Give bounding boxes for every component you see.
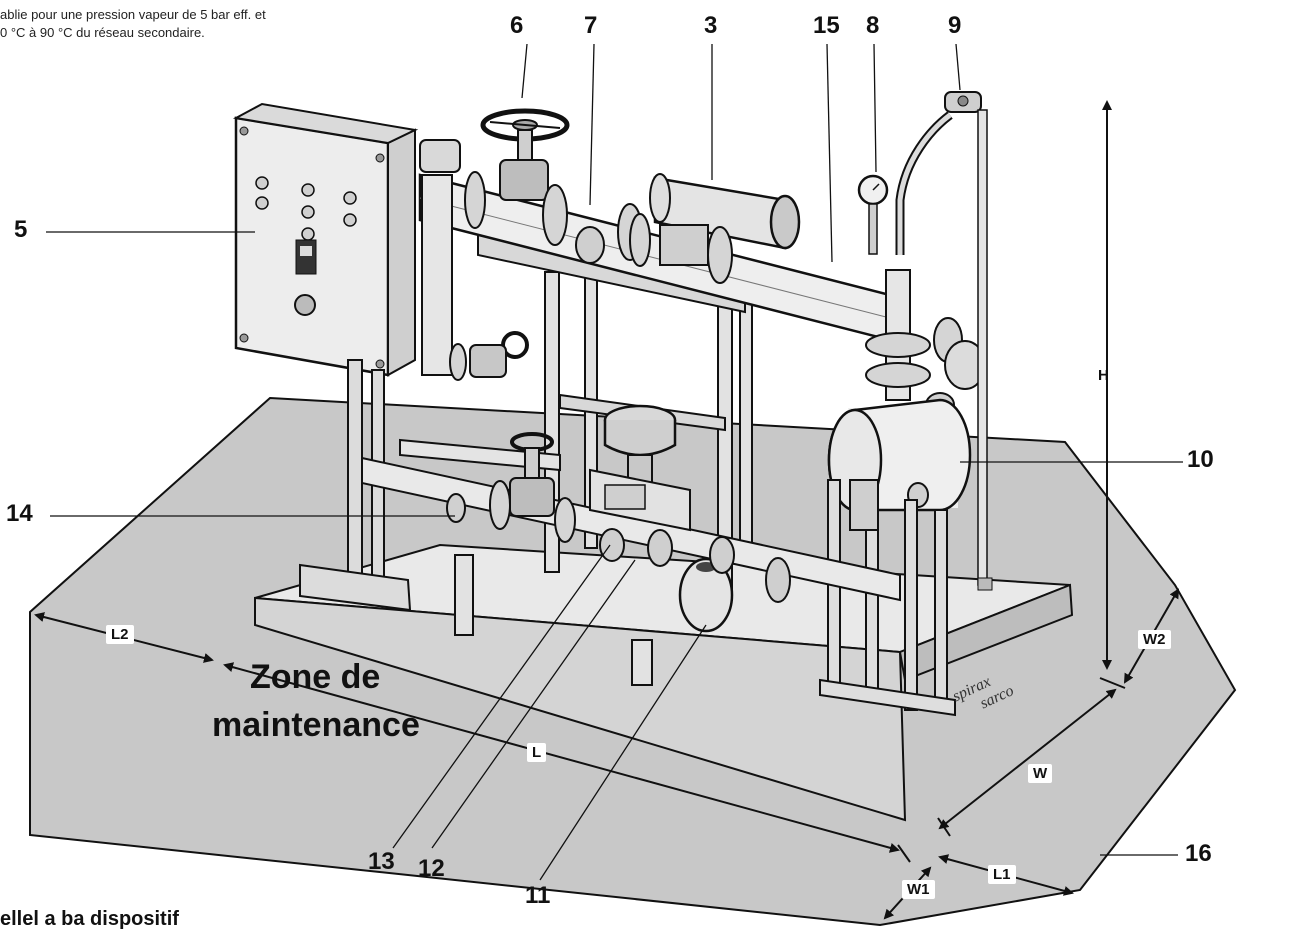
dimension-label-W: W [1028, 764, 1053, 783]
intro-text: ablie pour une pression vapeur de 5 bar … [0, 6, 266, 42]
dimension-label-L: L [527, 743, 547, 762]
pneumatic-control-valve [589, 404, 691, 567]
cabinet-button [294, 294, 316, 316]
callout-15: 15 [813, 12, 840, 39]
control-cabinet-side [387, 128, 416, 377]
dimension-label-W2: W2 [1138, 630, 1171, 649]
intro-line-2: 0 °C à 90 °C du réseau secondaire. [0, 25, 205, 40]
inlet-flange [419, 139, 461, 173]
intro-line-1: ablie pour une pression vapeur de 5 bar … [0, 7, 266, 22]
callout-8: 8 [866, 12, 880, 39]
callout-6: 6 [510, 12, 524, 39]
dimension-label-W1: W1 [902, 880, 935, 899]
control-cabinet-top [232, 102, 419, 145]
cabinet-switch-window [300, 246, 312, 256]
return-pipe-left [399, 438, 561, 472]
dimension-label-L2: L2 [106, 625, 134, 644]
cabinet-indicator-lights [255, 176, 357, 241]
safety-valve-9 [895, 91, 993, 591]
control-valve-actuator-3 [629, 173, 801, 284]
callout-9: 9 [948, 12, 962, 39]
callout-16: 16 [1185, 840, 1212, 867]
steam-trap-11 [678, 536, 791, 633]
bottom-cut-heading: ellel a ba dispositif [0, 908, 179, 930]
callout-13: 13 [368, 848, 395, 875]
exchanger-stand [819, 479, 956, 717]
callout-11: 11 [525, 882, 551, 909]
cabinet-switch [295, 239, 317, 275]
callout-3: 3 [704, 12, 718, 39]
callout-7: 7 [584, 12, 598, 39]
dimension-label-L1: L1 [988, 865, 1016, 884]
zone-label-line-1: Zone de [250, 658, 381, 696]
callout-14: 14 [6, 500, 33, 527]
small-valve-left [449, 331, 529, 381]
isolation-valve-14 [446, 432, 576, 543]
isolation-valve-6 [464, 108, 570, 246]
callout-12: 12 [418, 855, 445, 882]
zone-label-line-2: maintenance [212, 706, 420, 744]
dimension-label-H: H [1098, 367, 1109, 384]
callout-10: 10 [1187, 446, 1214, 473]
callout-5: 5 [14, 216, 28, 243]
pressure-gauge-8 [857, 174, 889, 255]
